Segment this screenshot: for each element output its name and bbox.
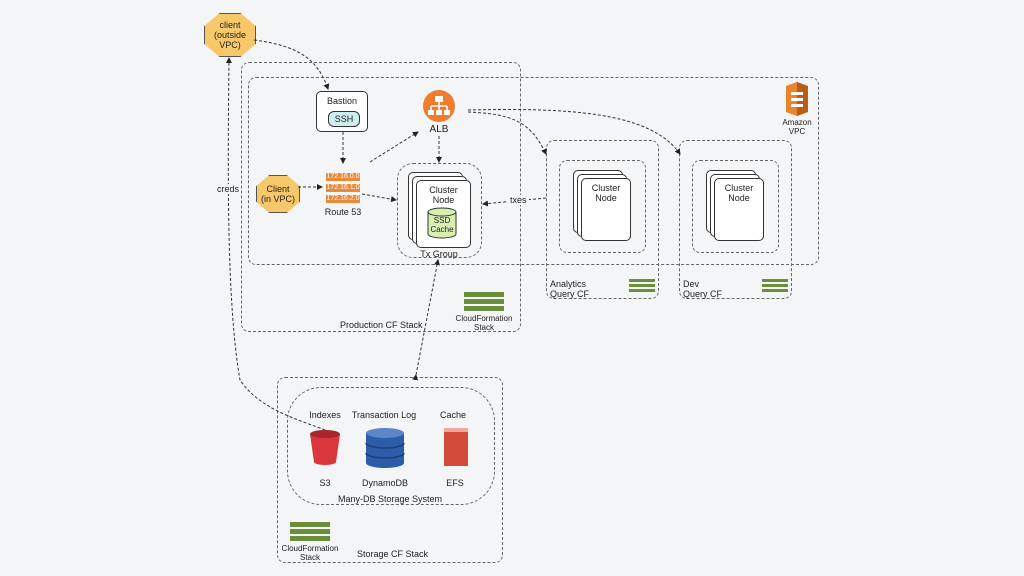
- cf-production-line1: CloudFormation: [455, 314, 513, 323]
- analytics-node-line1: Cluster: [591, 183, 621, 193]
- creds-label: creds: [215, 184, 242, 194]
- many-db-storage-label: Many-DB Storage System: [337, 494, 443, 504]
- alb-label: ALB: [429, 124, 449, 135]
- dev-label-line2: Query CF: [683, 289, 723, 299]
- ssd-cache-line1: SSD: [433, 216, 451, 225]
- client-outside-line2: (outside: [213, 30, 247, 40]
- client-in-vpc-octagon: Client (in VPC): [256, 175, 300, 213]
- alb-icon: [423, 90, 455, 122]
- route53-ip-2: 172.16.2.0: [326, 195, 360, 203]
- storage-stack-label: Storage CF Stack: [357, 549, 429, 559]
- analytics-inner-container: [559, 160, 646, 253]
- tx-group-label: Tx Group: [420, 249, 458, 259]
- storage-cf-stack-container: [277, 377, 503, 563]
- route53-label: Route 53: [324, 207, 362, 217]
- ssd-cache-line2: Cache: [430, 225, 454, 234]
- ssh-badge: SSH: [328, 111, 360, 127]
- client-outside-vpc-octagon: client (outside VPC): [204, 13, 256, 57]
- analytics-cluster-node: Cluster Node: [581, 178, 631, 241]
- dynamodb-label: DynamoDB: [361, 478, 409, 488]
- client-outside-line1: client: [219, 20, 241, 30]
- cloudformation-icon-analytics: [629, 279, 655, 292]
- cf-storage-line1: CloudFormation: [281, 544, 339, 553]
- cloudformation-icon-dev: [762, 279, 788, 292]
- analytics-label-line2: Query CF: [550, 289, 590, 299]
- tx-node-line2: Node: [432, 195, 455, 205]
- amazon-vpc-line2: VPC: [788, 127, 806, 136]
- client-vpc-line1: Client: [266, 184, 290, 194]
- production-stack-label: Production CF Stack: [340, 320, 423, 330]
- efs-label: EFS: [446, 478, 464, 488]
- cloudformation-icon-production: [464, 292, 504, 311]
- tx-group-container: [397, 163, 482, 258]
- dev-label-line1: Dev: [683, 279, 700, 289]
- cf-production-line2: Stack: [473, 323, 495, 332]
- client-vpc-line2: (in VPC): [260, 194, 295, 204]
- cf-storage-line2: Stack: [299, 553, 321, 562]
- indexes-header: Indexes: [309, 410, 341, 420]
- tx-node-line1: Cluster: [429, 185, 458, 195]
- cloudformation-icon-storage: [290, 522, 330, 541]
- dev-cluster-node: Cluster Node: [714, 178, 764, 241]
- amazon-vpc-line1: Amazon: [782, 118, 812, 127]
- route53-ip-0: 172.16.0.0: [326, 173, 360, 181]
- many-db-storage-container: [287, 387, 495, 505]
- s3-label: S3: [319, 478, 331, 488]
- transaction-log-header: Transaction Log: [351, 410, 417, 420]
- cache-header: Cache: [439, 410, 467, 420]
- route53-ip-1: 172.16.1.0: [326, 184, 360, 192]
- dev-node-line1: Cluster: [724, 183, 754, 193]
- client-outside-line3: VPC): [219, 40, 241, 50]
- dev-node-line2: Node: [728, 193, 750, 203]
- analytics-label-line1: Analytics: [550, 279, 587, 289]
- dev-query-cf-container: [679, 140, 792, 299]
- bastion-title: Bastion: [326, 96, 358, 106]
- bastion-box: Bastion SSH: [316, 91, 368, 132]
- dev-inner-container: [692, 160, 779, 253]
- txes-label: txes: [508, 195, 529, 205]
- analytics-node-line2: Node: [595, 193, 617, 203]
- tx-cluster-node: Cluster Node: [416, 180, 471, 248]
